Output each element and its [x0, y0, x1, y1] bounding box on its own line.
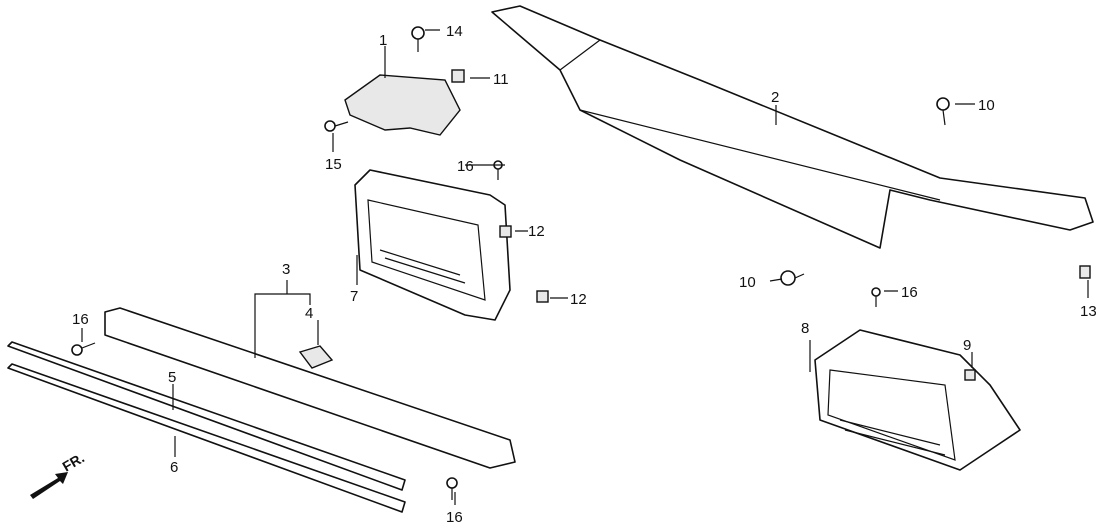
- callout-12: 12: [570, 291, 587, 308]
- part-7-headlight-housing: [354, 169, 511, 321]
- callout-16: 16: [446, 509, 463, 526]
- callout-3: 3: [282, 261, 290, 278]
- callout-8: 8: [801, 320, 809, 337]
- callout-9: 9: [963, 337, 971, 354]
- callout-6: 6: [170, 459, 178, 476]
- callout-16: 16: [901, 284, 918, 301]
- part-2-molding: [491, 5, 1094, 249]
- callout-10: 10: [739, 274, 756, 291]
- fasteners: [71, 26, 1091, 500]
- callout-16: 16: [72, 311, 89, 328]
- part-1-bracket: [344, 74, 461, 136]
- leader-lines: [81, 29, 1089, 505]
- callouts: 14 1 11 2 10 15 16 12 7 3 4 12 10 16 13 …: [72, 23, 1097, 526]
- callout-15: 15: [325, 156, 342, 173]
- callout-2: 2: [771, 89, 779, 106]
- callout-7: 7: [350, 288, 358, 305]
- callout-14: 14: [446, 23, 463, 40]
- callout-13: 13: [1080, 303, 1097, 320]
- callout-16: 16: [457, 158, 474, 175]
- part-5-strip: [7, 341, 406, 491]
- part-3-grille-bar: [104, 307, 516, 469]
- callout-11: 11: [493, 71, 509, 88]
- part-4-clip: [298, 345, 334, 369]
- part-6-strip: [7, 363, 406, 513]
- fr-label: FR.: [60, 449, 88, 474]
- callout-12: 12: [528, 223, 545, 240]
- callout-5: 5: [168, 369, 176, 386]
- callout-10: 10: [978, 97, 995, 114]
- part-8-headlight-housing: [814, 329, 1021, 471]
- front-direction-arrow: FR.: [30, 449, 87, 499]
- callout-1: 1: [379, 32, 387, 49]
- callout-4: 4: [305, 305, 313, 322]
